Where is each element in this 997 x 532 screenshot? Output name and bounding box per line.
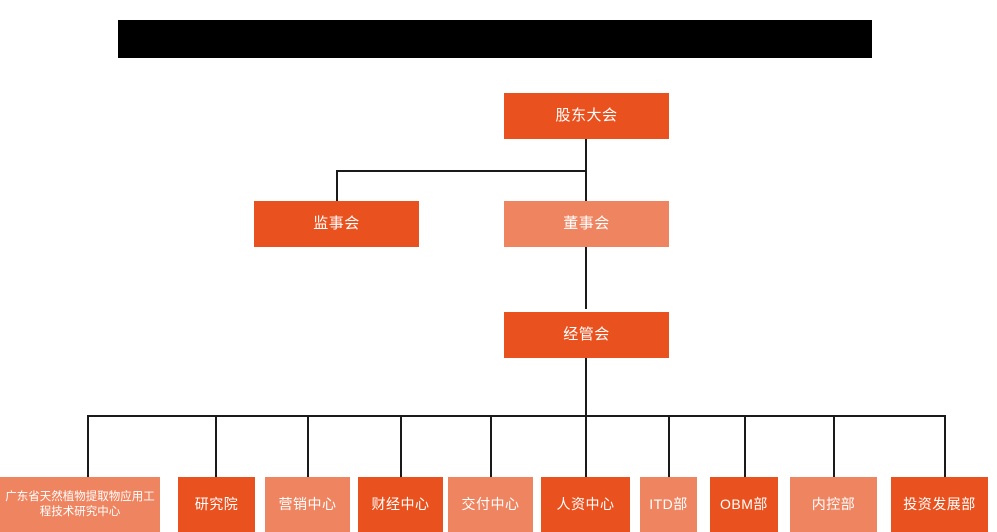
node-management[interactable]: 经管会	[504, 312, 669, 358]
redacted-title-bar	[118, 20, 872, 58]
node-hr[interactable]: 人资中心	[541, 477, 630, 532]
connector-drop-itd	[668, 415, 670, 477]
node-supervisors[interactable]: 监事会	[254, 201, 419, 247]
connector-drop-investment	[944, 415, 946, 477]
connector-drop-research-center	[87, 415, 89, 477]
connector-to-supervisors	[336, 170, 338, 201]
node-research-center[interactable]: 广东省天然植物提取物应用工程技术研究中心	[0, 477, 160, 532]
node-obm[interactable]: OBM部	[710, 477, 778, 532]
node-itd[interactable]: ITD部	[640, 477, 697, 532]
node-finance[interactable]: 财经中心	[358, 477, 443, 532]
connector-drop-hr	[585, 415, 587, 477]
connector-level1-bus	[336, 170, 587, 172]
node-internal-control[interactable]: 内控部	[790, 477, 877, 532]
node-investment[interactable]: 投资发展部	[891, 477, 988, 532]
node-shareholders[interactable]: 股东大会	[504, 93, 669, 139]
connector-drop-institute	[215, 415, 217, 477]
connector-drop-obm	[744, 415, 746, 477]
node-delivery[interactable]: 交付中心	[448, 477, 533, 532]
connector-to-board	[585, 170, 587, 201]
connector-drop-internal-control	[833, 415, 835, 477]
connector-level4-bus	[87, 415, 945, 417]
connector-management-down	[585, 358, 587, 416]
connector-shareholders-down	[585, 139, 587, 171]
connector-drop-delivery	[490, 415, 492, 477]
connector-board-to-management	[585, 240, 587, 309]
node-marketing[interactable]: 营销中心	[265, 477, 350, 532]
node-board[interactable]: 董事会	[504, 201, 669, 247]
node-institute[interactable]: 研究院	[178, 477, 255, 532]
connector-drop-finance	[400, 415, 402, 477]
connector-drop-marketing	[307, 415, 309, 477]
